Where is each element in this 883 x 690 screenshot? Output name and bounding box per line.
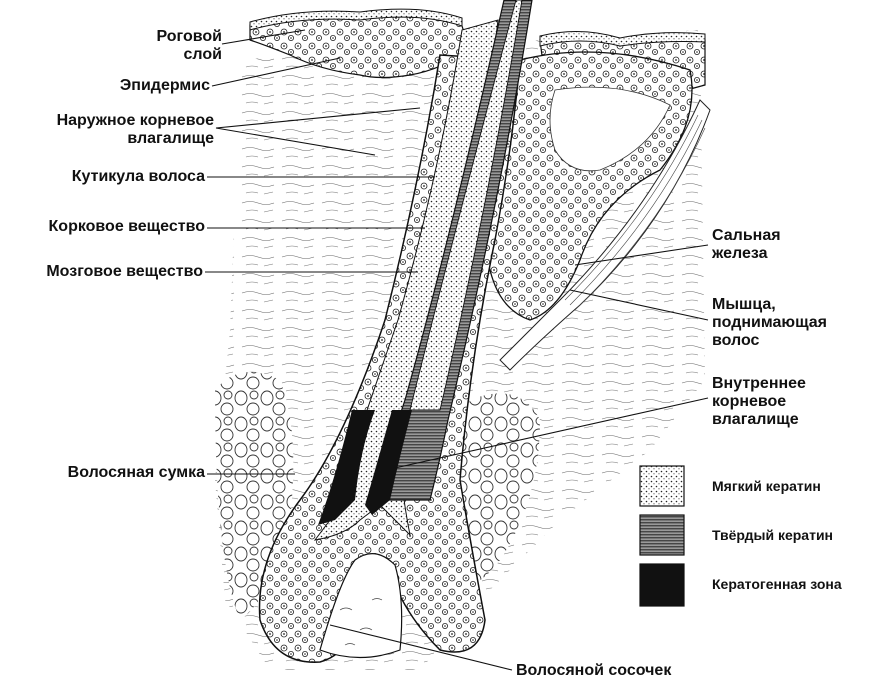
label-hair-papilla: Волосяной сосочек bbox=[516, 662, 672, 679]
legend-label-keratogenous-zone: Кератогенная зона bbox=[712, 576, 842, 592]
label-horny-layer-line-2: слой bbox=[183, 46, 222, 63]
label-arrector-muscle-line-1: Мышца, bbox=[712, 296, 776, 313]
legend-label-soft-keratin: Мягкий кератин bbox=[712, 478, 821, 494]
label-inner-root-sheath: Внутреннее корневое влагалище bbox=[712, 375, 806, 429]
sebaceous-gland-lumen bbox=[549, 86, 671, 172]
leader-hair-papilla bbox=[329, 624, 513, 671]
label-outer-root-sheath-line-1: Наружное корневое bbox=[56, 112, 214, 129]
label-hair-follicle: Волосяная сумка bbox=[67, 464, 205, 481]
label-arrector-muscle-line-3: волос bbox=[712, 332, 760, 349]
arrector-pili-muscle bbox=[499, 99, 711, 371]
legend-swatch-hard-keratin bbox=[639, 514, 685, 556]
label-medulla: Мозговое вещество bbox=[46, 263, 203, 280]
leader-outer-root-sheath-1 bbox=[215, 127, 376, 156]
keratogenous-zone-right bbox=[365, 410, 412, 515]
leader-inner-root-sheath bbox=[394, 397, 709, 469]
label-inner-root-sheath-line-3: влагалище bbox=[712, 411, 799, 428]
leader-lines bbox=[205, 29, 709, 671]
hair-shaft-medulla bbox=[409, 0, 523, 411]
label-sebaceous-gland: Сальная железа bbox=[712, 227, 781, 263]
hair-papilla bbox=[319, 553, 403, 659]
legend-swatch-keratogenous-zone bbox=[639, 563, 685, 607]
leader-sebaceous-gland bbox=[574, 244, 709, 266]
hair-papilla-cells bbox=[339, 598, 383, 646]
label-sebaceous-gland-line-2: железа bbox=[712, 245, 768, 262]
legend-swatch-soft-keratin bbox=[639, 465, 685, 507]
label-inner-root-sheath-line-1: Внутреннее bbox=[712, 375, 806, 392]
label-horny-layer: Роговой слой bbox=[110, 28, 222, 64]
label-outer-root-sheath-line-2: влагалище bbox=[127, 130, 214, 147]
leader-outer-root-sheath-2 bbox=[215, 107, 421, 129]
stratum-corneum-right bbox=[539, 31, 706, 47]
arrector-pili-fibers bbox=[564, 114, 706, 311]
keratogenous-zone-left bbox=[318, 410, 375, 525]
legend-label-hard-keratin: Твёрдый кератин bbox=[712, 527, 834, 543]
label-sebaceous-gland-line-1: Сальная bbox=[712, 227, 781, 244]
label-hair-cuticle: Кутикула волоса bbox=[71, 168, 205, 185]
label-horny-layer-line-1: Роговой bbox=[156, 28, 222, 45]
label-epidermis: Эпидермис bbox=[119, 77, 210, 94]
label-outer-root-sheath: Наружное корневое влагалище bbox=[0, 112, 214, 148]
leader-epidermis bbox=[211, 57, 341, 87]
leader-horny-layer bbox=[221, 29, 306, 45]
label-inner-root-sheath-line-2: корневое bbox=[712, 393, 787, 410]
label-arrector-muscle-line-2: поднимающая bbox=[712, 314, 827, 331]
leader-arrector-muscle bbox=[569, 289, 709, 321]
label-cortex: Корковое вещество bbox=[48, 218, 205, 235]
stratum-corneum-left bbox=[249, 8, 463, 31]
label-arrector-muscle: Мышца, поднимающая волос bbox=[712, 296, 827, 350]
